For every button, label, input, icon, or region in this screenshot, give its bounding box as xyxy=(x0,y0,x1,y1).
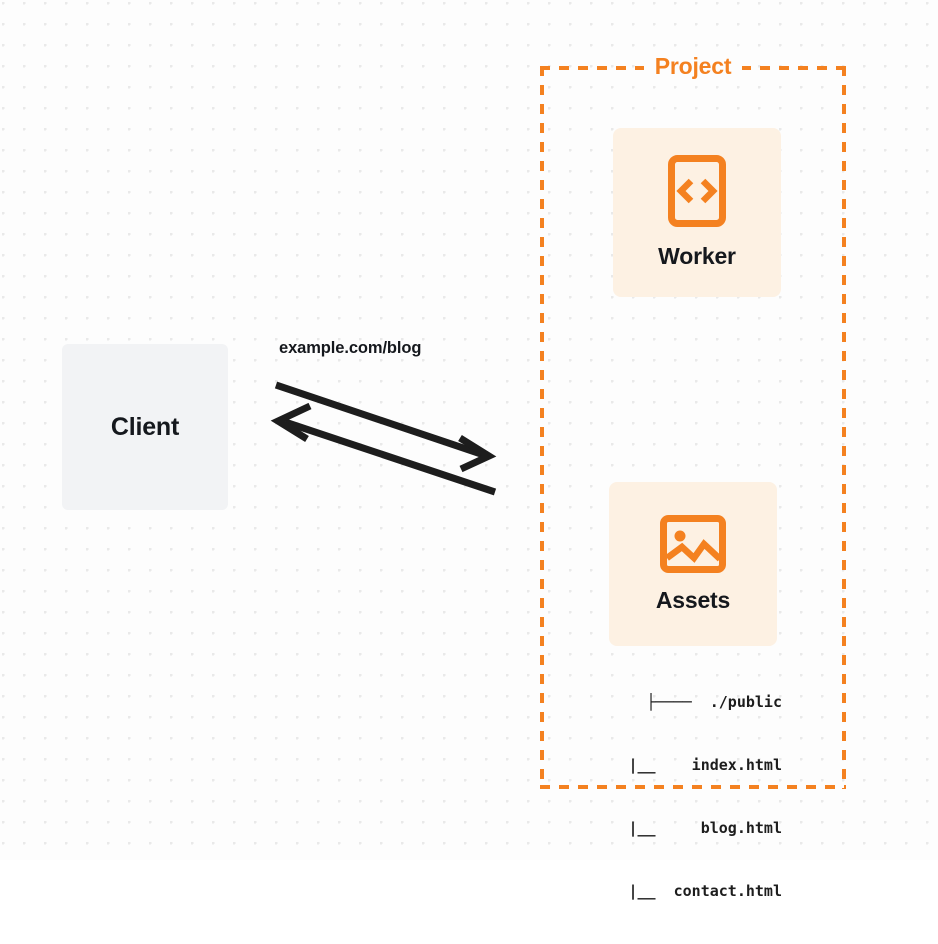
client-label: Client xyxy=(110,412,180,441)
image-icon xyxy=(660,514,726,573)
diagram-canvas: Client example.com/blog Project xyxy=(0,0,938,900)
file-tree-row: |__ contact.html xyxy=(592,882,782,900)
connection-label: example.com/blog xyxy=(279,339,422,357)
assets-file-tree: ├──── ./public |__ index.html |__ blog.h… xyxy=(560,650,782,944)
project-container: Project xyxy=(540,53,846,789)
request-arrow xyxy=(274,381,497,473)
project-border-top-left xyxy=(540,66,644,70)
assets-node[interactable]: Assets xyxy=(609,482,777,646)
file-tree-row: ├──── ./public xyxy=(646,693,782,711)
assets-label: Assets xyxy=(655,586,731,613)
project-title: Project xyxy=(646,53,740,80)
project-border-right xyxy=(842,66,846,789)
project-border-top-right xyxy=(742,66,846,70)
code-brackets-icon xyxy=(668,155,726,227)
file-tree-row: |__ index.html xyxy=(592,756,782,774)
worker-label: Worker xyxy=(658,243,736,269)
file-tree-row: |__ blog.html xyxy=(592,819,782,837)
response-arrow xyxy=(270,402,497,496)
worker-node[interactable]: Worker xyxy=(613,128,781,297)
connection-arrows xyxy=(270,381,497,496)
project-border-left xyxy=(540,66,544,789)
project-border-bottom xyxy=(540,785,846,789)
client-node[interactable]: Client xyxy=(62,344,228,510)
